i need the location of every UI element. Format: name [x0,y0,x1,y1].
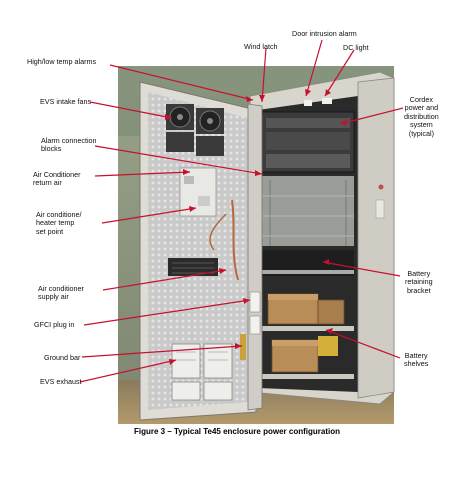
label-alarm-connection-blocks-line: blocks [41,144,62,154]
label-set-point-line: heater temp [36,218,75,228]
label-shelves-line: Battery [404,351,428,360]
label-bracket-line: retaining [405,277,433,287]
label-supply-air-line: supply air [38,292,69,302]
batteries [262,293,354,379]
rack-rails [262,176,354,276]
label-air-conditioner-return-air: Air Conditioner return air [33,170,81,188]
cordex-power-system [261,98,355,173]
label-ground-bar: Ground bar [44,353,81,362]
open-door [139,81,263,421]
label-dc-light: DC light [343,43,369,52]
label-air-conditioner-return-air-line: Air Conditioner [33,170,81,179]
label-set-point-line: Air conditione/ [36,210,82,219]
label-battery-shelves: Battery shelves [404,351,429,369]
label-alarm-connection-blocks: Alarm connection blocks [41,136,97,154]
label-evs-exhaust: EVS exhaust [40,377,82,386]
evs-intake-fans [166,104,224,156]
label-cordex-line: power and [404,103,439,113]
label-evs-intake-fans: EVS intake fans [40,97,92,106]
label-cordex-line: (typical) [408,128,434,138]
label-cordex-power-system: Cordex power and distribution system (ty… [404,95,439,138]
figure-caption: Figure 3 – Typical Te45 enclosure power … [134,427,340,436]
label-cordex-line: distribution [404,111,439,121]
air-conditioner-unit [168,167,239,281]
label-cordex-line: Cordex [409,95,433,104]
label-wind-latch: Wind latch [244,42,278,51]
label-set-point-line: set point [36,226,64,236]
label-door-intrusion-alarm: Door intrusion alarm [292,29,357,38]
label-air-conditioner-supply-air: Air conditioner supply air [38,284,84,302]
label-high-low-temp-alarms: High/low temp alarms [27,57,97,66]
gfci-and-ground-bar [240,291,261,360]
label-supply-air-line: Air conditioner [38,284,84,293]
label-cordex-line: system [410,120,433,130]
label-shelves-line: shelves [404,359,429,369]
label-gfci-plug-in: GFCI plug in [34,320,75,329]
callout-arrows [79,39,404,383]
label-battery-retaining-bracket: Battery retaining bracket [405,269,433,295]
label-alarm-connection-blocks-line: Alarm connection [41,136,97,145]
callout-arrowheads [165,89,347,365]
label-bracket-line: bracket [407,285,431,295]
label-air-conditioner-heater-set-point: Air conditione/ heater temp set point [36,210,82,236]
label-bracket-line: Battery [407,269,431,278]
label-air-conditioner-return-air-line: return air [33,178,62,188]
